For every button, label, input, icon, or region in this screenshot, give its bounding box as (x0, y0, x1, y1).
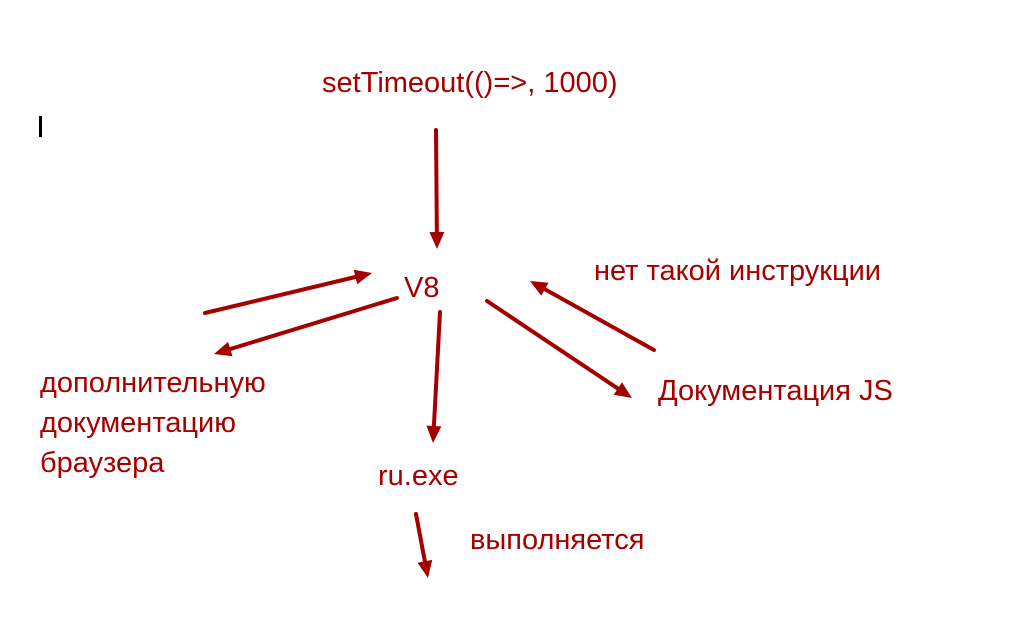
arrow-v8-to-ru-exe (426, 310, 442, 443)
arrow-v8-to-js-docs-head (613, 382, 632, 398)
arrow-ru-exe-executes-head (417, 559, 433, 578)
arrow-settimeout-to-v8 (429, 128, 445, 249)
arrow-v8-to-ru-exe-shaft (431, 310, 442, 431)
ru-exe-label: ru.exe (378, 460, 459, 492)
arrow-v8-to-js-docs-shaft (485, 299, 622, 392)
arrow-settimeout-to-v8-head (429, 231, 445, 249)
v8-label: V8 (404, 272, 440, 304)
js-docs-label: Документация JS (658, 375, 893, 407)
arrow-v8-to-browser-docs (214, 296, 399, 357)
arrow-ru-exe-executes-shaft (414, 512, 428, 566)
executes-label: выполняется (470, 524, 645, 556)
arrow-js-docs-to-v8-shaft (541, 286, 656, 352)
arrow-browser-docs-to-v8-shaft (203, 274, 360, 315)
text-cursor (39, 116, 42, 137)
arrow-v8-to-browser-docs-shaft (226, 296, 399, 352)
set-timeout-label: setTimeout(()=>, 1000) (322, 67, 618, 99)
arrow-js-docs-to-v8 (530, 281, 656, 352)
browser-docs-label: дополнительную документацию браузера (40, 367, 266, 479)
arrow-v8-to-browser-docs-head (214, 341, 233, 357)
arrow-browser-docs-to-v8-head (353, 269, 372, 285)
arrow-browser-docs-to-v8 (203, 269, 372, 315)
arrow-ru-exe-executes (414, 512, 433, 578)
arrow-v8-to-ru-exe-head (426, 425, 442, 443)
arrow-v8-to-js-docs (485, 299, 632, 398)
arrow-settimeout-to-v8-shaft (434, 128, 439, 237)
arrow-js-docs-to-v8-head (530, 281, 549, 296)
no-instruction-label: нет такой инструкции (594, 255, 881, 287)
